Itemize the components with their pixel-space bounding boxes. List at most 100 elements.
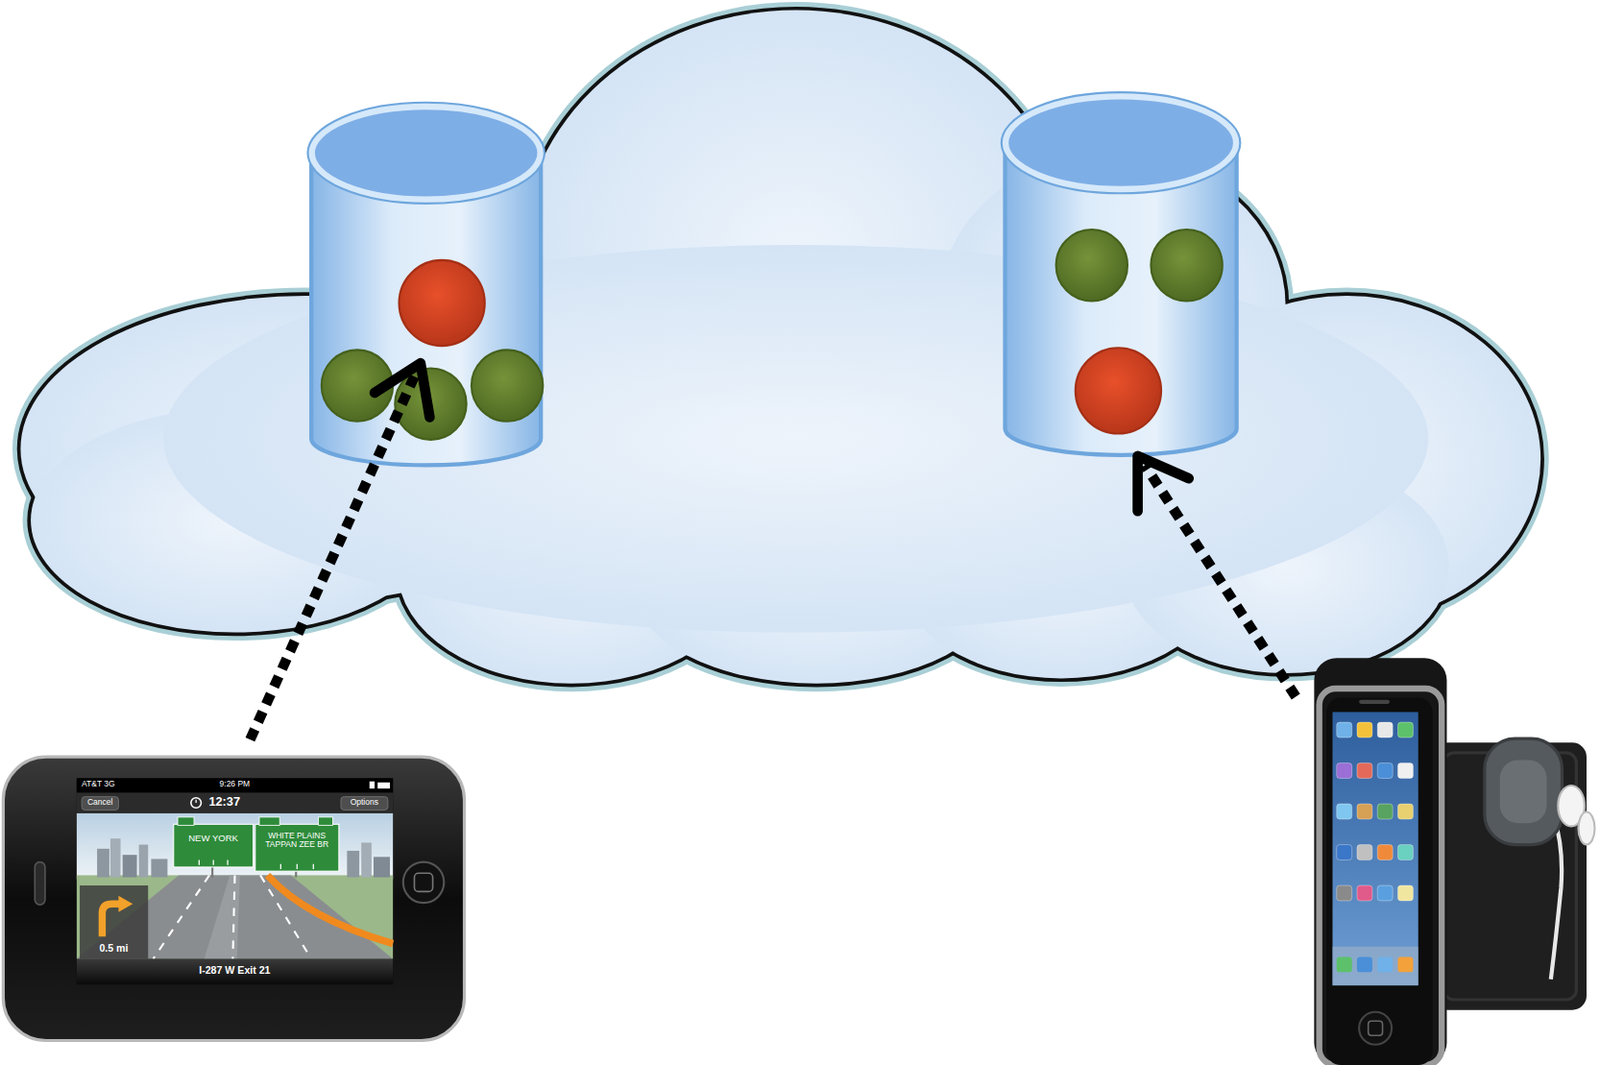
armband-phone [1313,657,1595,1065]
navigation-phone-part [255,824,340,872]
app-icon [1357,845,1373,861]
navigation-phone-part [195,800,197,803]
navigation-phone-part [34,862,46,906]
data-item-part [1150,229,1222,301]
dotted-arrow-part [374,363,430,417]
app-icon [1336,722,1414,972]
dotted-arrow-part [1144,464,1296,697]
navigation-phone-part [76,778,393,986]
navigation-phone-part [346,850,360,878]
navigation-phone-part-part [226,859,228,865]
navigation-phone-part [340,797,388,811]
app-icon [1377,845,1393,861]
app-icon [1336,956,1353,972]
data-item-part [399,260,485,346]
dotted-arrow-part [249,376,414,740]
app-icon [1357,722,1373,738]
app-icon [1397,845,1413,861]
app-icon [1336,803,1353,820]
navigation-phone-part [101,903,121,937]
navigation-phone-part [76,874,393,959]
app-icon [1397,803,1413,820]
armband-phone-part [1326,698,1432,1065]
app-icon [1377,722,1393,738]
data-item-part [1075,347,1162,434]
app-icon [1397,885,1413,901]
navigation-phone-part [211,867,214,878]
navigation-phone-part [118,896,133,913]
data-item [321,229,1223,440]
screen-text: WHITE PLAINS TAPPAN ZEE BR [255,831,340,850]
navigation-phone-part [76,874,393,959]
app-icon [1336,845,1353,861]
armband-phone-part [1484,738,1563,845]
navigation-phone-part-part [313,864,315,870]
navigation-phone-part [139,845,149,878]
dotted-arrow [249,363,1296,740]
app-icon [1336,763,1353,779]
navigation-phone-part [79,885,148,959]
navigation-phone-part-part [198,859,200,865]
navigation-phone-part [76,778,393,794]
screen-text: Options [340,798,388,807]
navigation-phone-part [2,756,464,1041]
navigation-phone-part [96,848,110,878]
navigation-phone-part [403,862,444,903]
app-icon [1397,722,1413,738]
database-cylinder-part [1001,92,1241,194]
navigation-phone-part [110,838,122,877]
navigation-phone-part-part [232,874,235,959]
navigation-phone-part-part [296,864,298,870]
screen-text: 0.5 mi [79,943,148,955]
navigation-phone-part [81,797,119,811]
app-icon [1377,956,1393,972]
dotted-arrow-part [1138,456,1189,511]
app-icon [1336,722,1353,738]
armband-phone-part [1578,812,1596,846]
armband-phone-part [1358,1012,1392,1045]
app-icon [1357,956,1373,972]
database-cylinder [307,102,544,466]
navigation-phone-part [413,872,433,892]
navigation-phone-part [204,874,241,959]
app-icon [1357,803,1373,820]
navigation-phone-part [267,874,394,944]
database-cylinder [1001,92,1241,456]
data-item-part [471,349,543,421]
armband-phone-part [1313,657,1447,1065]
database-cylinder-part [311,105,541,200]
database-cylinder-part [1005,96,1237,191]
armband-phone-part [1333,711,1419,986]
armband-phone-part [1368,1020,1383,1036]
navigation-phone-part-part [260,874,312,959]
navigation-phone-part [177,817,194,825]
cloud [20,10,1541,684]
navigation-phone-part [361,842,372,877]
app-icon [1336,885,1353,901]
armband-phone-part [1500,759,1548,824]
navigation-phone-part-part [280,864,282,870]
navigation-phone-part-part [153,874,210,959]
navigation-phone-part [76,959,393,986]
app-icon [1397,956,1413,972]
database-cylinder-part [307,102,544,204]
navigation-phone-part [369,781,375,789]
app-icon [1397,763,1413,779]
navigation-phone-part [153,874,313,959]
armband-phone-part [1358,700,1390,704]
data-item-part [1056,229,1128,301]
navigation-phone-part [191,798,202,809]
navigation-phone-part [76,813,393,880]
navigation-phone-part [373,856,390,877]
app-icon [1377,763,1393,779]
screen-text: I-287 W Exit 21 [76,965,393,977]
screen-text: NEW YORK [173,833,254,845]
app-icon [1377,885,1393,901]
screen-text: Cancel [81,798,119,807]
app-icon [1377,803,1393,820]
armband-phone-part [1319,688,1442,1065]
navigation-phone [2,756,464,1041]
app-icon [1357,763,1373,779]
